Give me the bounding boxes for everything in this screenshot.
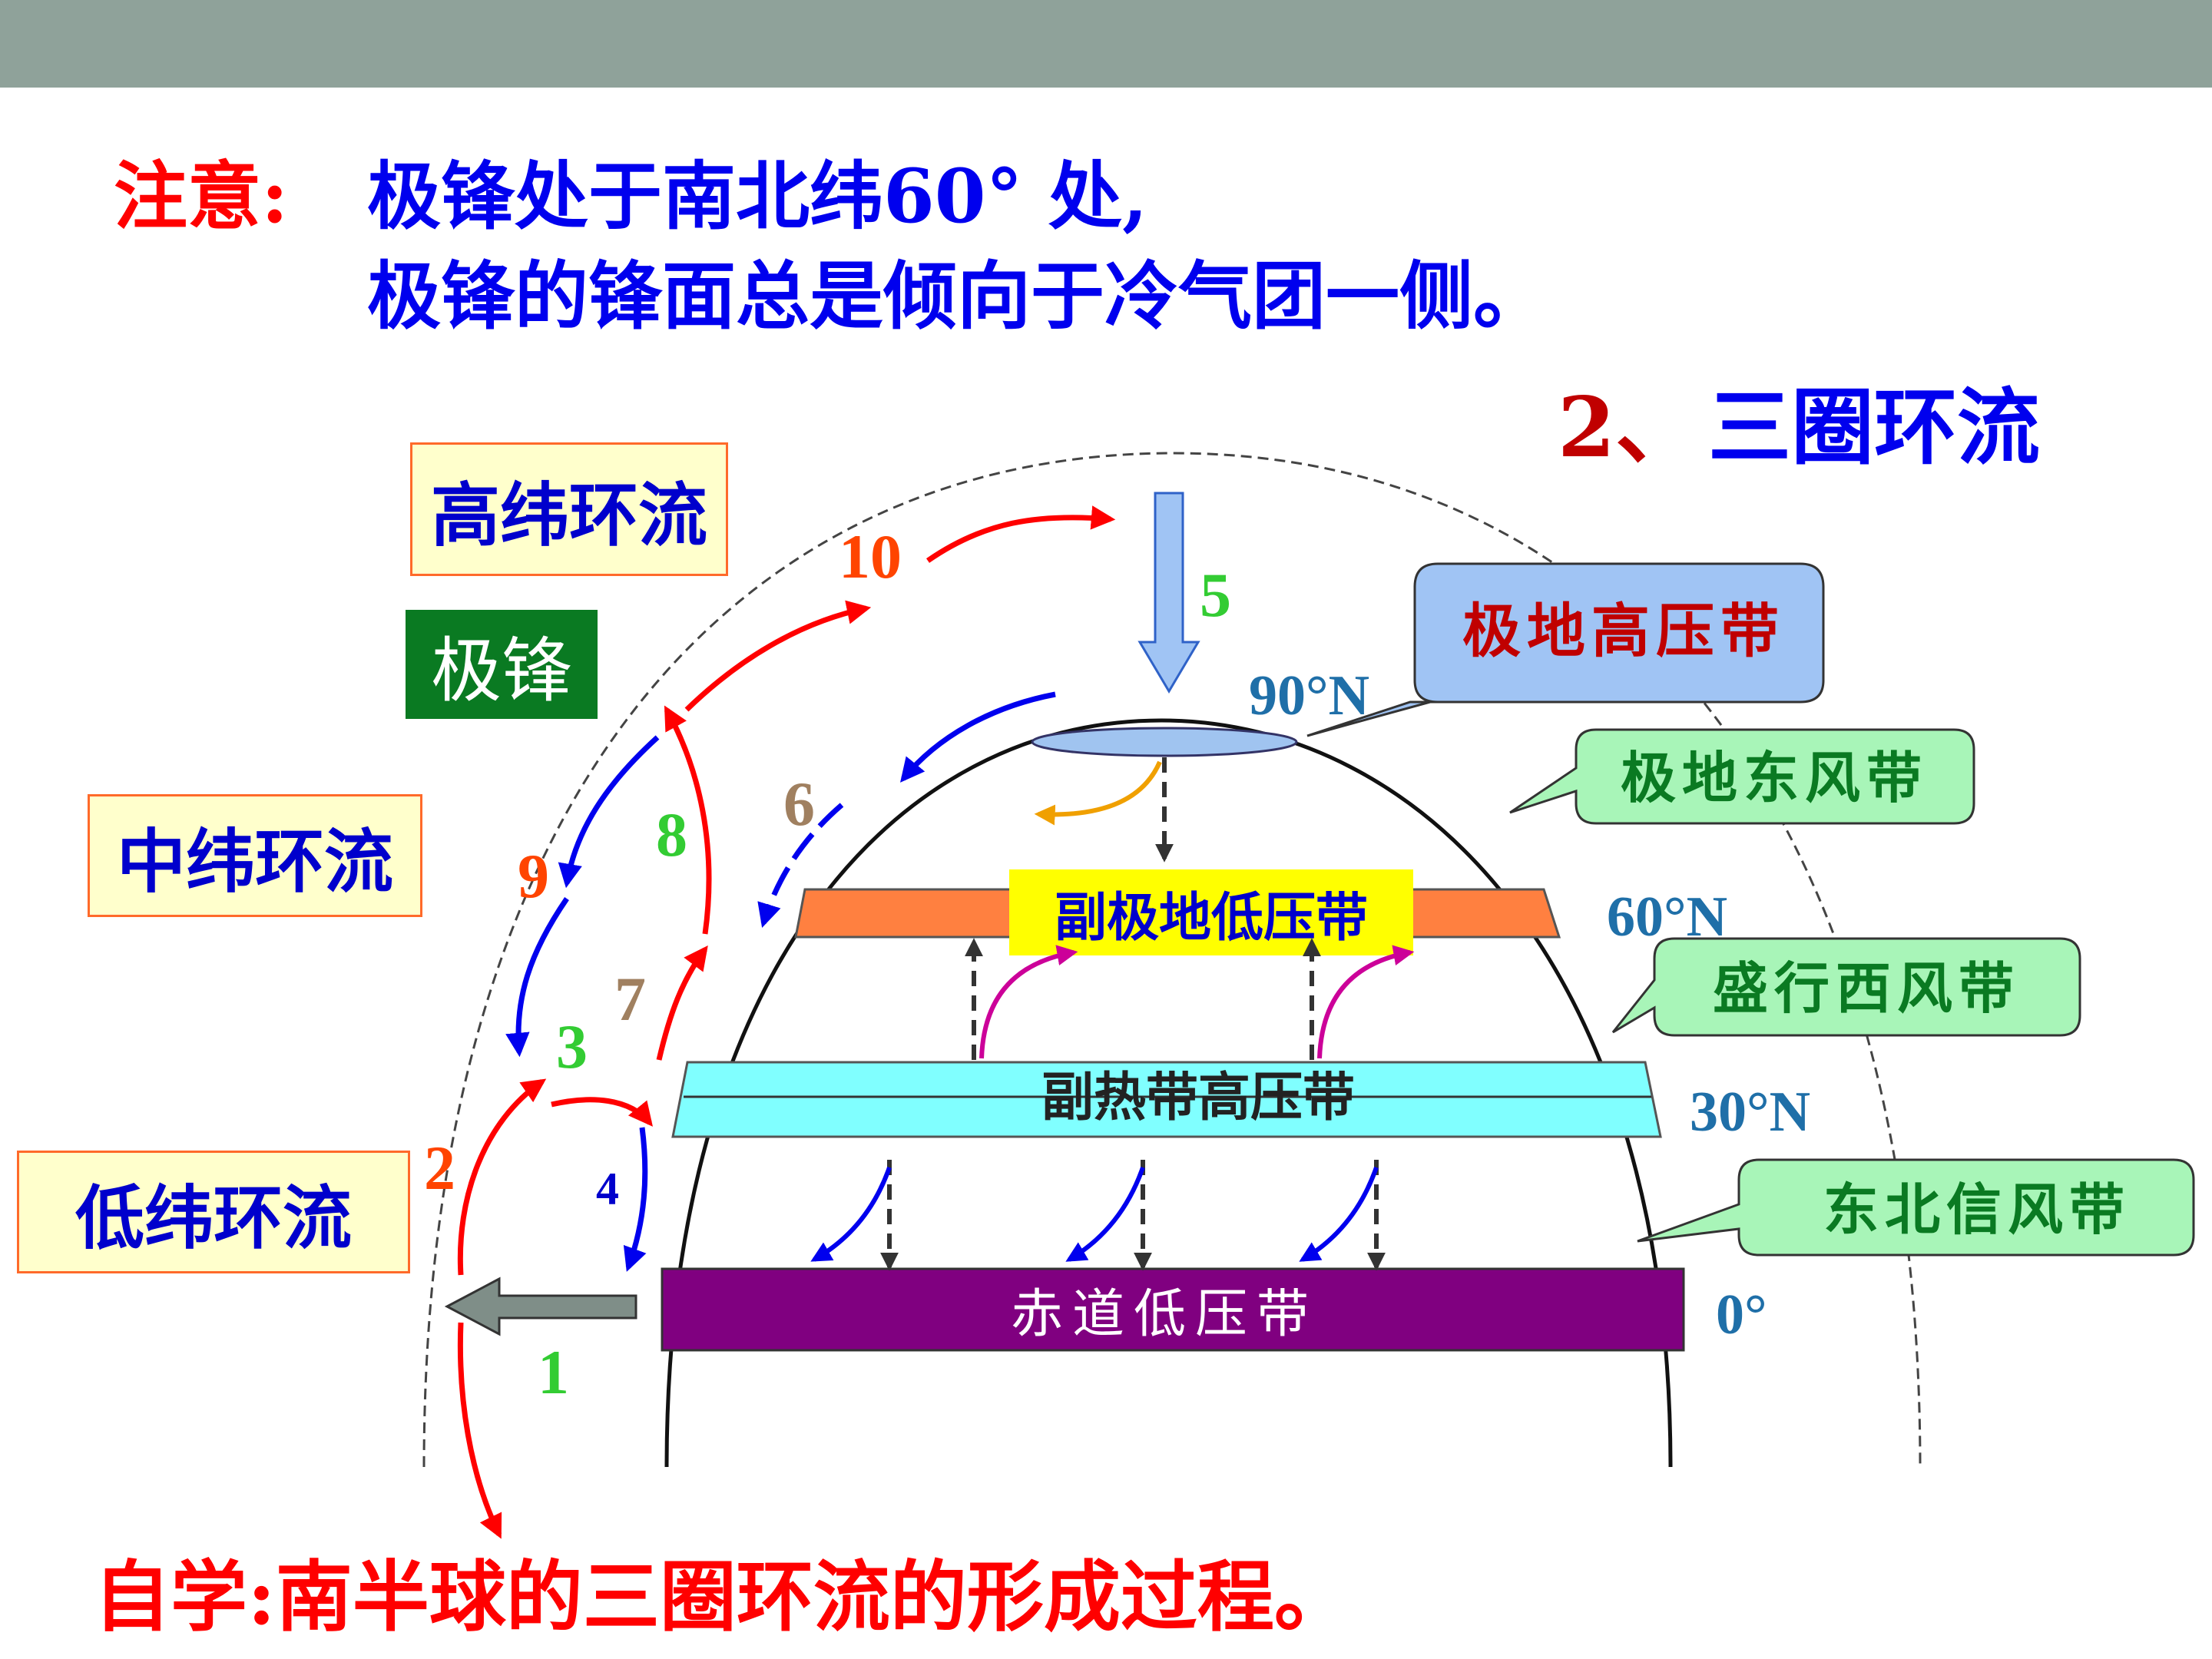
latitude-90n: 90°N <box>1249 664 1369 727</box>
arrow-6-upper <box>900 691 1056 783</box>
section-number: 2、 <box>1558 379 1699 476</box>
polar-easterly-arrow <box>1034 760 1162 826</box>
note-line-2: 极锋的锋面总是倾向于冷气团一侧。 <box>367 253 1547 339</box>
subtropical-high-label: 副热带高压带 <box>1041 1068 1355 1127</box>
note-label: 注意: <box>114 153 289 240</box>
step-2: 2 <box>424 1133 455 1203</box>
arrow-7 <box>656 945 708 1061</box>
step-5: 5 <box>1200 560 1231 630</box>
arrow-2 <box>457 1078 547 1276</box>
atmosphere-boundary <box>422 452 1922 1468</box>
latitude-0: 0° <box>1716 1283 1767 1346</box>
surface-outflow-arrow <box>444 1277 637 1336</box>
equatorial-low-bar <box>661 1267 1685 1352</box>
section-title: 三圈环流 <box>1708 379 2041 476</box>
trade-wind-arrow-3 <box>1299 1167 1379 1262</box>
high-latitude-circulation-label: 高纬环流 <box>410 442 728 576</box>
polar-easterly-callout <box>1509 728 1975 825</box>
arrow-10 <box>926 505 1116 563</box>
arrow-8 <box>664 705 712 935</box>
polar-high-cap <box>1031 727 1298 757</box>
middle-latitude-circulation-label: 中纬环流 <box>88 794 422 917</box>
arrow-3-top <box>551 1097 653 1127</box>
step-8: 8 <box>656 800 687 869</box>
self-study-note: 自学:南半球的三圈环流的形成过程。 <box>94 1551 1351 1642</box>
step-1: 1 <box>538 1337 569 1407</box>
latitude-30n: 30°N <box>1690 1081 1810 1144</box>
step-6: 6 <box>783 769 815 839</box>
step-3: 3 <box>556 1012 588 1081</box>
step-4: 4 <box>596 1164 619 1214</box>
ne-trade-callout <box>1637 1158 2195 1257</box>
arrow-2-return <box>457 1322 502 1539</box>
polar-high-callout <box>1306 562 1825 737</box>
sinking-air-arrow <box>1137 492 1200 694</box>
arrow-8-top <box>684 600 872 712</box>
polar-high-label: 极地高压带 <box>1462 597 1785 665</box>
subtropical-high-bar <box>671 1061 1662 1138</box>
subpolar-low-label-bg <box>1009 869 1413 955</box>
trade-wind-arrow-1 <box>810 1167 892 1262</box>
ne-trades-label: 东北信风带 <box>1823 1177 2131 1242</box>
title-bar <box>0 0 2212 88</box>
latitude-60n: 60°N <box>1607 886 1727 949</box>
subpolar-low-label: 副极地低压带 <box>1055 889 1368 947</box>
step-10: 10 <box>839 522 902 591</box>
westerly-arrow-right <box>1317 945 1415 1059</box>
step-7: 7 <box>614 964 646 1034</box>
polar-easterlies-label: 极地东风带 <box>1621 745 1928 810</box>
trade-wind-arrow-2 <box>1065 1167 1145 1262</box>
arrow-9 <box>558 735 660 889</box>
westerlies-label: 盛行西风带 <box>1713 955 2020 1021</box>
westerly-callout <box>1611 937 2081 1037</box>
westerly-arrow-left <box>979 945 1078 1059</box>
note-line-1: 极锋处于南北纬60° 处, <box>367 153 1148 240</box>
equatorial-low-label: 赤道低压带 <box>1011 1285 1318 1343</box>
arrow-6-lower <box>757 803 844 929</box>
step-9: 9 <box>518 841 549 911</box>
low-latitude-circulation-label: 低纬环流 <box>17 1151 410 1273</box>
arrow-4 <box>623 1127 648 1272</box>
arrow-3-side <box>505 897 569 1058</box>
polar-front-label: 极锋 <box>406 610 598 719</box>
